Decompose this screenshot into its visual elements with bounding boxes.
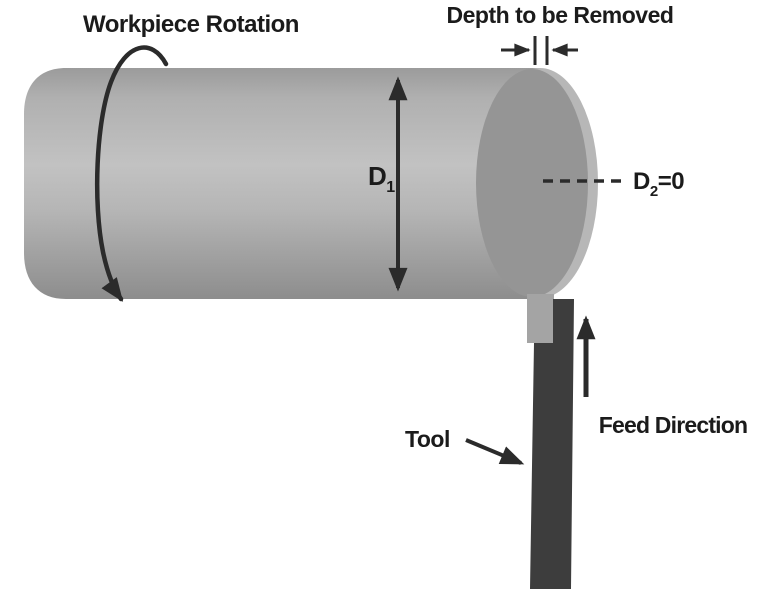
d1-label: D1 (368, 161, 395, 196)
workpiece-rotation-label: Workpiece Rotation (83, 11, 299, 38)
d1-symbol: D (368, 161, 386, 191)
d2-value: =0 (658, 168, 685, 195)
tool-pointer-arrow (465, 438, 525, 465)
d2-subscript: 2 (650, 183, 658, 200)
depth-to-be-removed-label: Depth to be Removed (447, 2, 674, 28)
feed-direction-label: Feed Direction (599, 412, 748, 438)
rotation-arrow (94, 45, 169, 302)
d2-symbol: D (633, 168, 650, 195)
tool-insert (527, 294, 554, 343)
tool-shank (530, 299, 574, 589)
d1-subscript: 1 (386, 179, 395, 196)
workpiece-end-face (476, 69, 588, 297)
tool-label: Tool (405, 426, 450, 452)
d2-label: D2=0 (633, 168, 684, 200)
workpiece-cylinder-body (24, 68, 540, 299)
